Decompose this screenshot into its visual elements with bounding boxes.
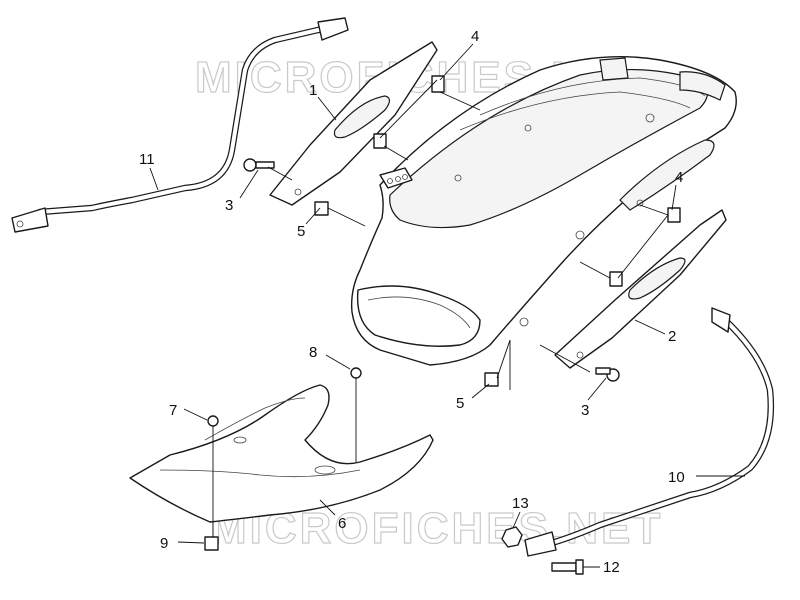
callout-2: 2 [668,328,676,345]
part-1-side-panel-left [269,41,438,206]
part-2-side-panel-right [554,209,727,369]
part-12-bolt [551,559,584,575]
part-11-rod-left [11,17,349,233]
part-13-nut [501,526,523,548]
part-3-screw-right [595,367,620,382]
part-9-nut [204,536,219,551]
part-7-screw [207,415,219,427]
part-3-screw-left [243,158,275,172]
callout-10: 10 [668,469,685,486]
callout-8: 8 [309,344,317,361]
part-8-screw [350,367,362,379]
callout-4-top: 4 [471,28,479,45]
callout-11: 11 [139,151,155,168]
part-5-nut-right [484,372,499,387]
callout-5-left: 5 [297,223,305,240]
part-5-nut-left [314,201,329,216]
callout-5-right: 5 [456,395,464,412]
part-6-bottom-tray [129,384,434,523]
callout-7: 7 [169,402,177,419]
part-4-clip-right [609,207,681,287]
part-10-rod-right [524,307,775,557]
part-4-clip-upper [373,75,445,149]
leader-lines [149,43,745,568]
callout-9: 9 [160,535,168,552]
callout-3-right: 3 [581,402,589,419]
callout-1: 1 [309,82,317,99]
callout-12: 12 [603,559,620,576]
callout-4-right: 4 [675,169,683,186]
callout-13: 13 [512,495,529,512]
rear-body-cover [350,55,737,366]
callout-6: 6 [338,515,346,532]
callout-3-left: 3 [225,197,233,214]
